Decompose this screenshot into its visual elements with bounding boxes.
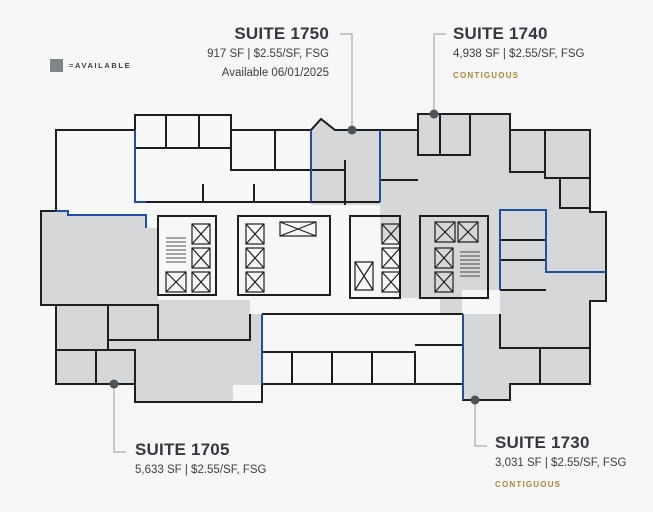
marker-1750 xyxy=(347,125,357,135)
callout-suite-1740: SUITE 1740 4,938 SF | $2.55/SF, FSG CONT… xyxy=(453,25,584,80)
suite-details: 4,938 SF | $2.55/SF, FSG xyxy=(453,48,585,60)
available-areas xyxy=(41,114,606,402)
marker-1730 xyxy=(470,395,480,405)
callout-suite-1750: SUITE 1750 917 SF | $2.55/SF, FSG Availa… xyxy=(180,25,329,79)
suite-title: SUITE 1730 xyxy=(495,433,590,452)
available-swatch xyxy=(50,59,63,72)
suite-details: 917 SF | $2.55/SF, FSG xyxy=(207,48,329,60)
leader-lines xyxy=(113,33,487,453)
suite-boundaries xyxy=(56,130,606,400)
suite-details: 3,031 SF | $2.55/SF, FSG xyxy=(495,457,627,469)
elevators xyxy=(165,221,479,293)
callout-suite-1705: SUITE 1705 5,633 SF | $2.55/SF, FSG xyxy=(135,441,266,477)
leader-markers xyxy=(109,109,480,405)
stairs xyxy=(166,237,480,277)
marker-1705 xyxy=(109,379,119,389)
legend: =AVAILABLE xyxy=(50,59,131,72)
suite-details: 5,633 SF | $2.55/SF, FSG xyxy=(135,464,267,476)
legend-label: =AVAILABLE xyxy=(69,61,132,70)
suite-availability: Available 06/01/2025 xyxy=(221,66,329,79)
marker-1740 xyxy=(429,109,439,119)
walls xyxy=(40,113,607,403)
suite-title: SUITE 1705 xyxy=(135,440,230,459)
callout-suite-1730: SUITE 1730 3,031 SF | $2.55/SF, FSG CONT… xyxy=(495,434,626,489)
contiguous-badge: CONTIGUOUS xyxy=(453,70,520,80)
suite-title: SUITE 1740 xyxy=(453,24,548,43)
suite-title: SUITE 1750 xyxy=(234,24,329,43)
contiguous-badge: CONTIGUOUS xyxy=(495,479,562,489)
